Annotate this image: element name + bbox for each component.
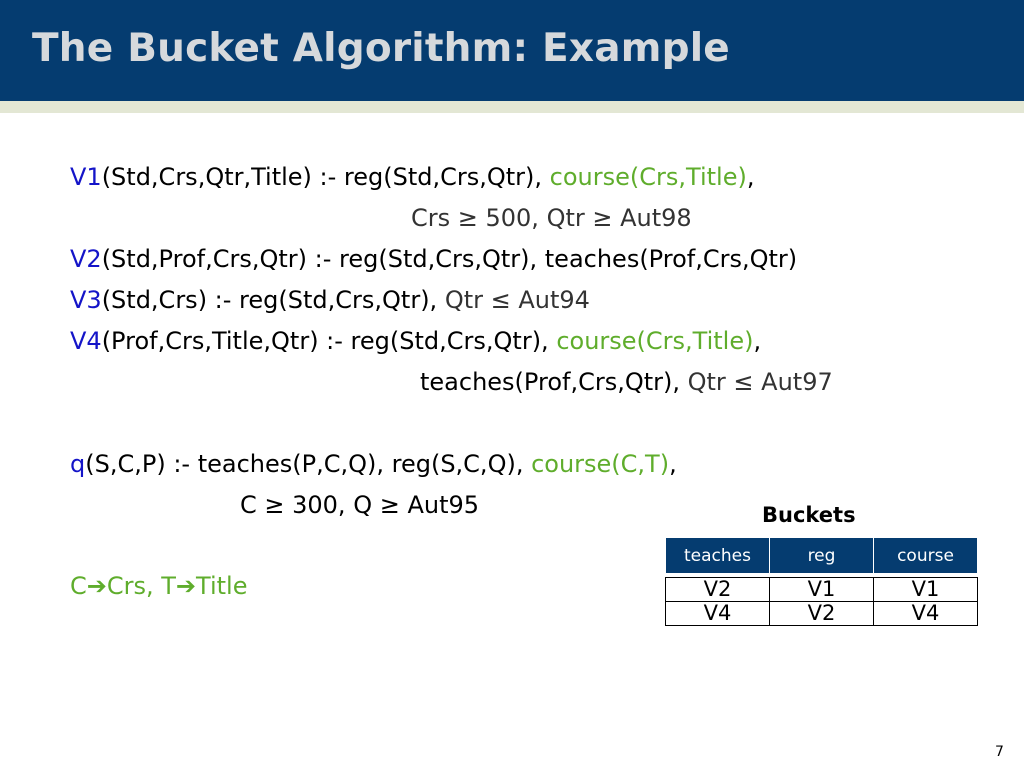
column-header-teaches: teaches — [665, 537, 770, 574]
rule-v1-head: (Std,Crs,Qtr,Title) :- reg(Std,Crs,Qtr), — [101, 163, 550, 191]
buckets-title: Buckets — [762, 503, 856, 527]
rule-v4-teaches: teaches(Prof,Crs,Qtr), — [420, 368, 688, 396]
title-bar — [0, 0, 1024, 101]
rule-v4-head: (Prof,Crs,Title,Qtr) :- reg(Std,Crs,Qtr)… — [101, 327, 557, 355]
buckets-header-row: teaches reg course — [665, 537, 978, 574]
table-cell: V2 — [665, 577, 770, 602]
query-course: course(C,T) — [531, 450, 670, 478]
rule-v4-condition: Qtr ≤ Aut97 — [687, 368, 833, 396]
arrow-right-icon: ➔ — [175, 572, 197, 600]
slide-title: The Bucket Algorithm: Example — [32, 26, 730, 71]
rule-v4-continuation: teaches(Prof,Crs,Qtr), Qtr ≤ Aut97 — [420, 368, 833, 396]
view-name-v1: V1 — [70, 163, 102, 191]
rule-v1-course: course(Crs,Title) — [549, 163, 747, 191]
query-conditions: C ≥ 300, Q ≥ Aut95 — [240, 491, 480, 519]
column-header-course: course — [873, 537, 978, 574]
table-cell: V4 — [665, 601, 770, 626]
rule-v4: V4(Prof,Crs,Title,Qtr) :- reg(Std,Crs,Qt… — [70, 327, 761, 355]
rule-v1-comma: , — [746, 163, 755, 191]
rule-v4-course: course(Crs,Title) — [556, 327, 754, 355]
rule-v3-condition: Qtr ≤ Aut94 — [444, 286, 590, 314]
table-cell: V2 — [769, 601, 874, 626]
table-cell: V1 — [769, 577, 874, 602]
rule-v1-conditions: Crs ≥ 500, Qtr ≥ Aut98 — [411, 204, 692, 232]
column-header-reg: reg — [769, 537, 874, 574]
view-name-v3: V3 — [70, 286, 102, 314]
mapping-crs: Crs, T — [106, 572, 176, 600]
query-comma: , — [669, 450, 677, 478]
query-rule: q(S,C,P) :- teaches(P,C,Q), reg(S,C,Q), … — [70, 450, 677, 478]
mapping-title: Title — [196, 572, 248, 600]
table-cell: V1 — [873, 577, 978, 602]
page-number: 7 — [995, 744, 1004, 760]
view-name-v2: V2 — [70, 245, 102, 273]
query-head: (S,C,P) :- teaches(P,C,Q), reg(S,C,Q), — [85, 450, 532, 478]
arrow-right-icon: ➔ — [86, 572, 107, 600]
buckets-table: teaches reg course V2 V1 V1 V4 V2 V4 — [665, 537, 978, 626]
title-bar-stripe — [0, 101, 1024, 113]
view-name-v4: V4 — [70, 327, 102, 355]
table-cell: V4 — [873, 601, 978, 626]
query-name: q — [70, 450, 86, 478]
mapping-c: C — [70, 572, 87, 600]
rule-v4-comma: , — [753, 327, 762, 355]
rule-v3-body: (Std,Crs) :- reg(Std,Crs,Qtr), — [101, 286, 445, 314]
rule-v2-body: (Std,Prof,Crs,Qtr) :- reg(Std,Crs,Qtr), … — [101, 245, 798, 273]
variable-mapping: C➔Crs, T➔Title — [70, 572, 247, 600]
rule-v3: V3(Std,Crs) :- reg(Std,Crs,Qtr), Qtr ≤ A… — [70, 286, 590, 314]
table-row: V2 V1 V1 — [665, 577, 978, 602]
rule-v1: V1(Std,Crs,Qtr,Title) :- reg(Std,Crs,Qtr… — [70, 163, 754, 191]
rule-v2: V2(Std,Prof,Crs,Qtr) :- reg(Std,Crs,Qtr)… — [70, 245, 797, 273]
table-row: V4 V2 V4 — [665, 601, 978, 626]
